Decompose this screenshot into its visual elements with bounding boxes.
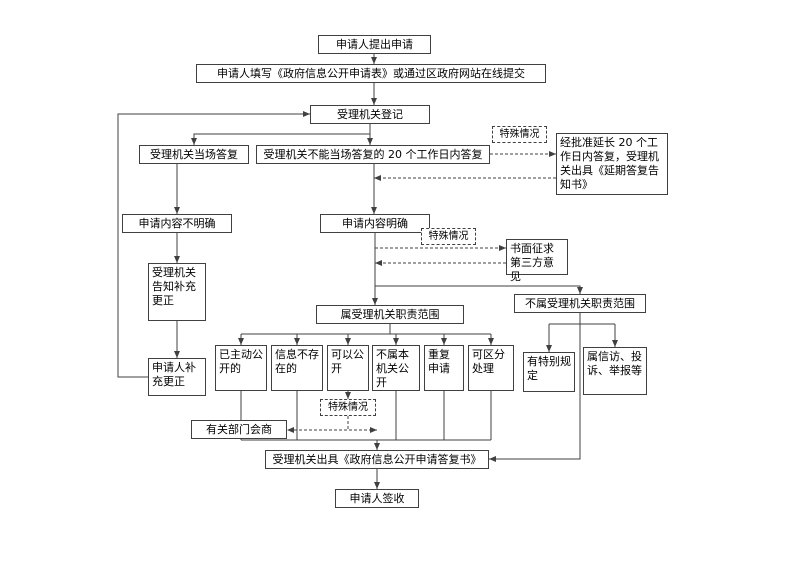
node-notify-supplement-correction: 受理机关告知补充更正	[148, 263, 206, 321]
node-content-clear: 申请内容明确	[320, 214, 430, 233]
node-outside-duty-scope: 不属受理机关职责范围	[514, 294, 646, 313]
node-not-this-authority: 不属本机关公开	[372, 345, 420, 391]
node-separable-handling: 可区分处理	[468, 345, 514, 391]
node-already-disclosed: 已主动公开的	[215, 345, 267, 391]
node-special-provisions: 有特别规定	[523, 352, 575, 392]
node-fill-application-form: 申请人填写《政府信息公开申请表》或通过区政府网站在线提交	[196, 64, 546, 83]
node-approved-extension: 经批准延长 20 个工作日内答复，受理机关出具《延期答复告知书》	[556, 133, 668, 195]
node-repeated-application: 重复申请	[424, 345, 464, 391]
node-department-consultation: 有关部门会商	[191, 420, 287, 439]
node-authority-registers: 受理机关登记	[310, 105, 430, 124]
label-special-case-3: 特殊情况	[320, 399, 376, 416]
node-info-not-exist: 信息不存在的	[271, 345, 323, 391]
node-reply-within-20-days: 受理机关不能当场答复的 20 个工作日内答复	[256, 145, 490, 164]
node-petition-complaint-report: 属信访、投诉、举报等	[583, 347, 647, 395]
node-applicant-signs-receipt: 申请人签收	[335, 489, 419, 508]
node-can-disclose: 可以公开	[327, 345, 369, 391]
node-applicant-submits: 申请人提出申请	[318, 35, 431, 54]
node-within-duty-scope: 属受理机关职责范围	[316, 305, 464, 324]
node-content-unclear: 申请内容不明确	[122, 214, 232, 233]
label-special-case-1: 特殊情况	[492, 126, 547, 143]
node-onspot-reply: 受理机关当场答复	[139, 145, 249, 164]
node-third-party-opinion: 书面征求第三方意见	[506, 239, 568, 283]
node-applicant-supplements: 申请人补充更正	[148, 358, 206, 396]
node-issue-reply-letter: 受理机关出具《政府信息公开申请答复书》	[265, 450, 489, 469]
label-special-case-2: 特殊情况	[421, 228, 476, 245]
